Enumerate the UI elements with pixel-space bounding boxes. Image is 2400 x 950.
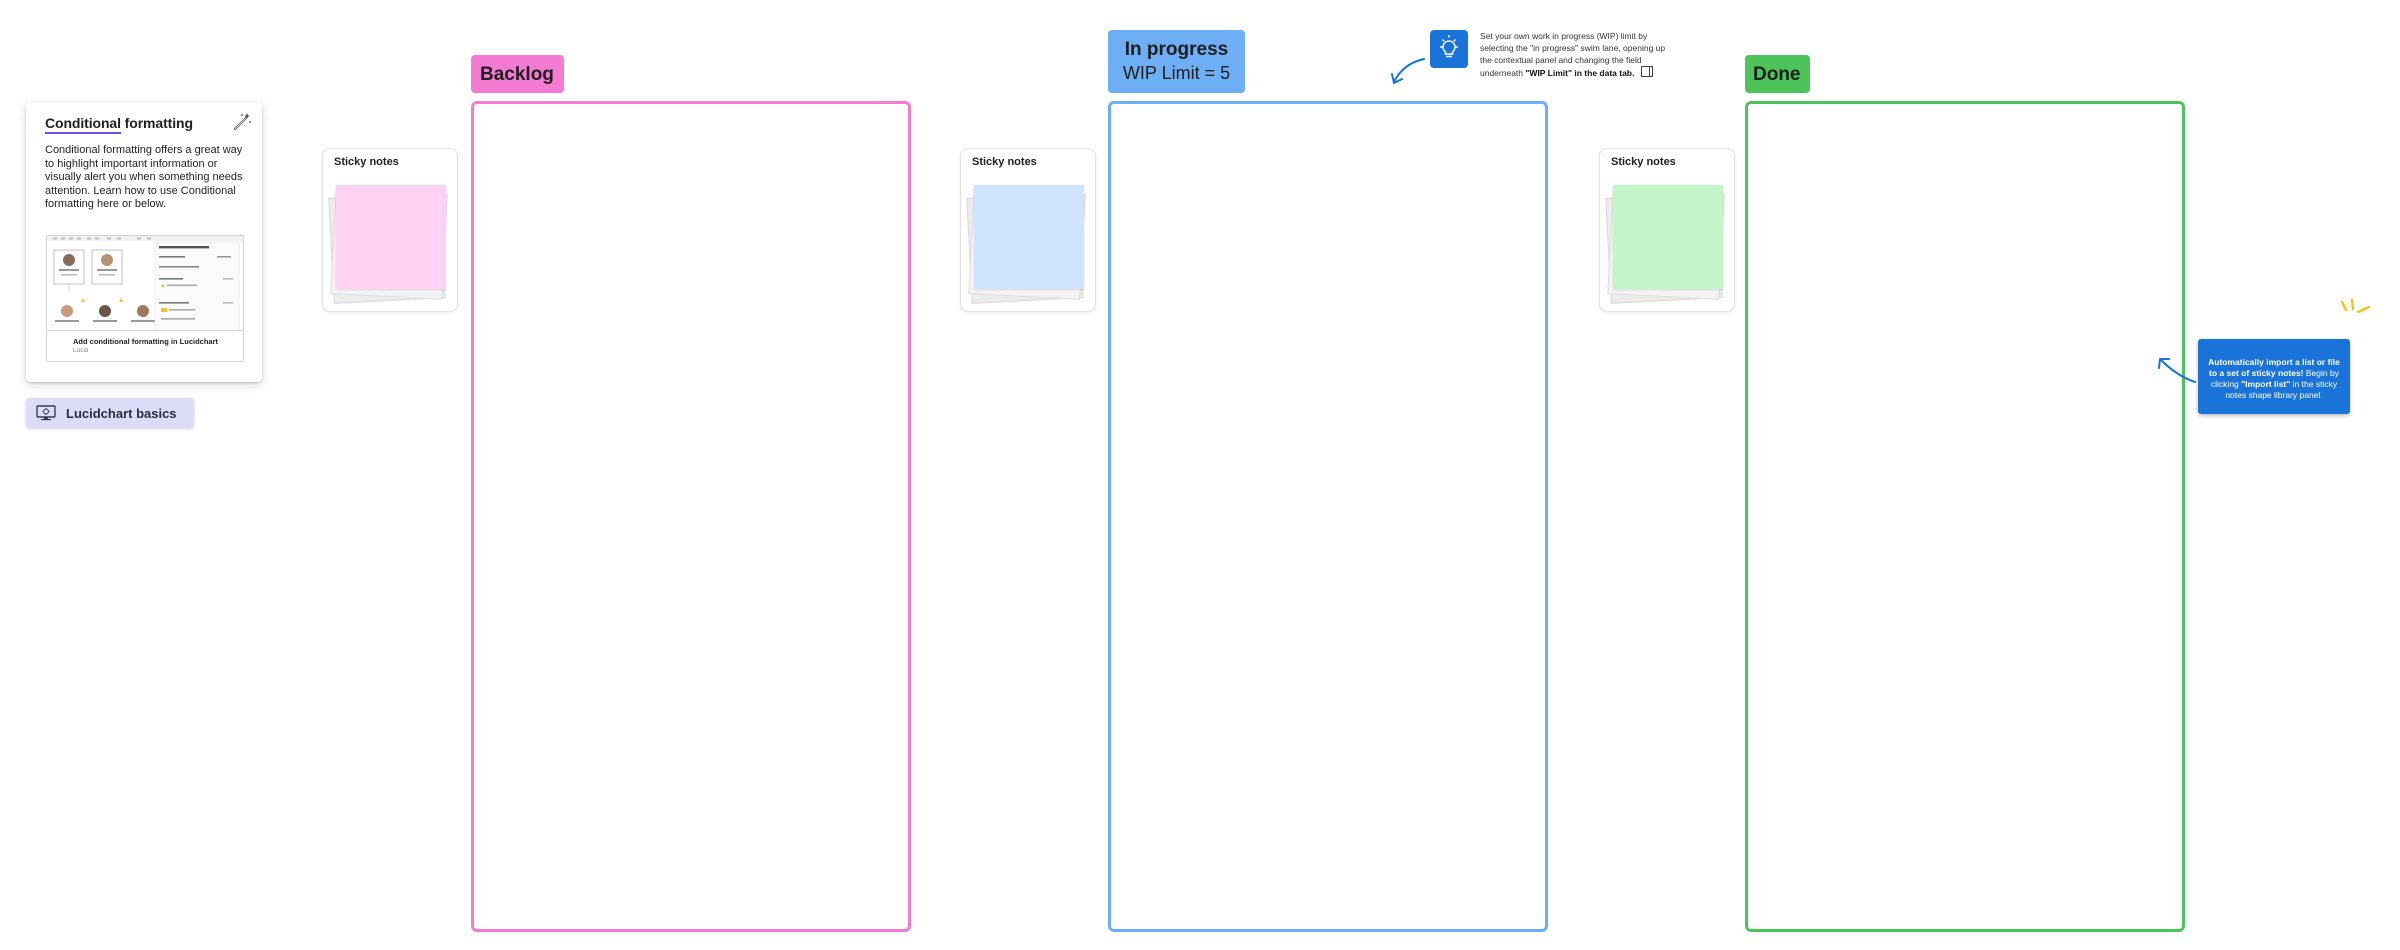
- import-tip-text-2: in the sticky notes shape library panel.: [2225, 379, 2338, 400]
- video-source: Lucid: [73, 347, 89, 354]
- sticky-notes-palette-green[interactable]: Sticky notes: [1599, 148, 1735, 312]
- import-tip-arrow: [2158, 358, 2196, 383]
- card-title: Conditional formatting: [45, 115, 193, 134]
- sticky-note-green[interactable]: [1613, 185, 1723, 289]
- video-title: Add conditional formatting in Lucidchart: [73, 337, 218, 346]
- sticky-notes-palette-pink[interactable]: Sticky notes: [322, 148, 458, 312]
- basics-label: Lucidchart basics: [66, 406, 177, 421]
- wip-tip-arrow: [1391, 58, 1425, 84]
- import-tip-text: Automatically import a list or file to a…: [2206, 357, 2342, 401]
- in-progress-swim-lane[interactable]: [1108, 101, 1548, 932]
- backlog-title: Backlog: [480, 64, 554, 85]
- import-list-tip: Automatically import a list or file to a…: [2198, 339, 2350, 414]
- wip-tip-bold: "WIP Limit" in the data tab.: [1525, 68, 1635, 78]
- sticky-note-blue[interactable]: [974, 185, 1084, 289]
- done-title: Done: [1753, 64, 1801, 85]
- video-thumbnail[interactable]: Add conditional formatting in Lucidchart…: [46, 235, 244, 362]
- card-description: Conditional formatting offers a great wa…: [45, 144, 243, 210]
- sticky-note-pink[interactable]: [336, 185, 446, 289]
- magic-wand-icon[interactable]: [232, 112, 252, 132]
- wip-limit-label: WIP Limit = 5: [1122, 63, 1231, 83]
- import-tip-bold-2: "Import list": [2241, 379, 2291, 389]
- import-tip-bold-1: Automatically import a list or file to a…: [2208, 357, 2340, 378]
- wip-tip-text: Set your own work in progress (WIP) limi…: [1480, 30, 1668, 79]
- sparkle-icon: [2340, 298, 2371, 314]
- in-progress-header[interactable]: In progress WIP Limit = 5: [1108, 30, 1245, 93]
- done-swim-lane[interactable]: [1745, 101, 2185, 932]
- backlog-header[interactable]: Backlog: [471, 55, 564, 93]
- wip-tip-body: Set your own work in progress (WIP) limi…: [1480, 31, 1666, 78]
- card-title-rest: formatting: [120, 115, 193, 131]
- backlog-swim-lane[interactable]: [471, 101, 911, 932]
- conditional-formatting-card: Conditional formatting Conditional forma…: [26, 102, 262, 382]
- done-header[interactable]: Done: [1745, 55, 1810, 93]
- sticky-notes-palette-blue[interactable]: Sticky notes: [960, 148, 1096, 312]
- lightbulb-icon: [1440, 35, 1458, 58]
- card-title-link[interactable]: Conditional: [45, 115, 121, 134]
- video-preview-image: [47, 236, 243, 332]
- sticky-notes-label: Sticky notes: [972, 156, 1037, 168]
- sticky-notes-label: Sticky notes: [334, 156, 399, 168]
- video-caption: Add conditional formatting in Lucidchart…: [47, 330, 243, 361]
- in-progress-title: In progress: [1124, 39, 1229, 60]
- import-tip-text-1: Begin by clicking: [2210, 368, 2339, 389]
- wip-tip-icon-box: [1430, 30, 1468, 68]
- panel-icon: [1640, 66, 1653, 77]
- monitor-icon: [36, 405, 56, 421]
- sticky-notes-label: Sticky notes: [1611, 156, 1676, 168]
- lucidchart-basics-button[interactable]: Lucidchart basics: [26, 398, 194, 428]
